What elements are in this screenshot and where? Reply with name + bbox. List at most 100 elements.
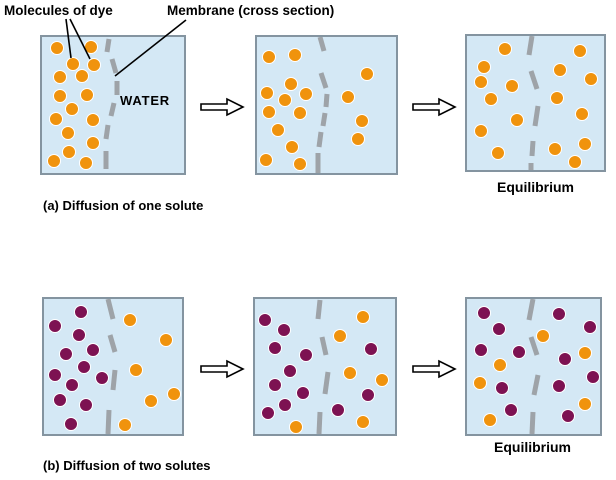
purple-dye-molecule: [277, 323, 291, 337]
orange-dye-molecule: [129, 363, 143, 377]
equilibrium-label-row-a: Equilibrium: [497, 179, 574, 195]
caption-diffusion-two-solutes: (b) Diffusion of two solutes: [43, 458, 211, 473]
orange-dye-molecule: [53, 70, 67, 84]
orange-dye-molecule: [144, 394, 158, 408]
purple-dye-molecule: [296, 386, 310, 400]
orange-dye-molecule: [87, 58, 101, 72]
orange-dye-molecule: [293, 106, 307, 120]
orange-dye-molecule: [375, 373, 389, 387]
diffusion-panel-b2: [253, 297, 397, 436]
orange-dye-molecule: [548, 142, 562, 156]
membrane-segment: [316, 131, 324, 148]
orange-dye-molecule: [360, 67, 374, 81]
purple-dye-molecule: [95, 371, 109, 385]
purple-dye-molecule: [331, 403, 345, 417]
purple-dye-molecule: [477, 306, 491, 320]
purple-dye-molecule: [64, 417, 78, 431]
orange-dye-molecule: [505, 79, 519, 93]
purple-dye-molecule: [552, 379, 566, 393]
caption-diffusion-one-solute: (a) Diffusion of one solute: [43, 198, 204, 213]
purple-dye-molecule: [586, 370, 600, 384]
orange-dye-molecule: [584, 72, 598, 86]
purple-dye-molecule: [48, 368, 62, 382]
orange-dye-molecule: [260, 86, 274, 100]
orange-dye-molecule: [278, 93, 292, 107]
step-arrow-icon: [412, 359, 457, 379]
purple-dye-molecule: [59, 347, 73, 361]
orange-dye-molecule: [356, 310, 370, 324]
membrane-segment: [317, 37, 327, 52]
orange-dye-molecule: [262, 50, 276, 64]
orange-dye-molecule: [159, 333, 173, 347]
membrane-segment: [323, 93, 330, 108]
orange-dye-molecule: [86, 136, 100, 150]
orange-dye-molecule: [355, 114, 369, 128]
purple-dye-molecule: [72, 328, 86, 342]
membrane-segment: [528, 336, 540, 356]
purple-dye-molecule: [474, 343, 488, 357]
orange-dye-molecule: [578, 397, 592, 411]
orange-dye-molecule: [123, 313, 137, 327]
diffusion-panel-a3: [465, 34, 606, 172]
purple-dye-molecule: [258, 313, 272, 327]
step-arrow-icon: [200, 359, 245, 379]
membrane-cross-section-label: Membrane (cross section): [167, 3, 335, 18]
orange-dye-molecule: [578, 137, 592, 151]
purple-dye-molecule: [283, 364, 297, 378]
step-arrow-icon: [200, 97, 245, 117]
purple-dye-molecule: [495, 381, 509, 395]
purple-dye-molecule: [361, 388, 375, 402]
membrane-segment: [110, 369, 118, 391]
membrane-segment: [532, 105, 541, 127]
orange-dye-molecule: [493, 358, 507, 372]
membrane-segment: [319, 336, 329, 356]
step-arrow-icon: [412, 97, 457, 117]
purple-dye-molecule: [552, 307, 566, 321]
orange-dye-molecule: [118, 418, 132, 432]
orange-dye-molecule: [66, 57, 80, 71]
membrane-segment: [526, 36, 535, 56]
purple-dye-molecule: [364, 342, 378, 356]
water-label: WATER: [120, 93, 170, 108]
membrane-segment: [529, 140, 536, 157]
membrane-segment: [105, 299, 116, 320]
membrane-segment: [318, 72, 329, 89]
orange-dye-molecule: [568, 155, 582, 169]
orange-dye-molecule: [86, 113, 100, 127]
orange-dye-molecule: [61, 126, 75, 140]
membrane-segment: [529, 411, 536, 434]
purple-dye-molecule: [512, 345, 526, 359]
orange-dye-molecule: [75, 69, 89, 83]
purple-dye-molecule: [504, 403, 518, 417]
orange-dye-molecule: [474, 75, 488, 89]
purple-dye-molecule: [261, 406, 275, 420]
membrane-segment: [531, 374, 541, 396]
membrane-segment: [320, 112, 328, 127]
orange-dye-molecule: [473, 376, 487, 390]
orange-dye-molecule: [578, 346, 592, 360]
orange-dye-molecule: [49, 112, 63, 126]
purple-dye-molecule: [299, 348, 313, 362]
membrane-segment: [315, 299, 323, 320]
purple-dye-molecule: [268, 341, 282, 355]
orange-dye-molecule: [474, 124, 488, 138]
purple-dye-molecule: [77, 360, 91, 374]
purple-dye-molecule: [65, 378, 79, 392]
orange-dye-molecule: [341, 90, 355, 104]
membrane-segment: [105, 409, 112, 434]
orange-dye-molecule: [299, 87, 313, 101]
purple-dye-molecule: [492, 322, 506, 336]
orange-dye-molecule: [553, 63, 567, 77]
orange-dye-molecule: [62, 145, 76, 159]
orange-dye-molecule: [84, 40, 98, 54]
orange-dye-molecule: [53, 89, 67, 103]
molecules-of-dye-label: Molecules of dye: [4, 3, 113, 18]
orange-dye-molecule: [293, 157, 307, 171]
orange-dye-molecule: [65, 102, 79, 116]
orange-dye-molecule: [536, 329, 550, 343]
orange-dye-molecule: [262, 105, 276, 119]
purple-dye-molecule: [79, 398, 93, 412]
orange-dye-molecule: [351, 132, 365, 146]
diffusion-panel-a2: [255, 35, 398, 175]
